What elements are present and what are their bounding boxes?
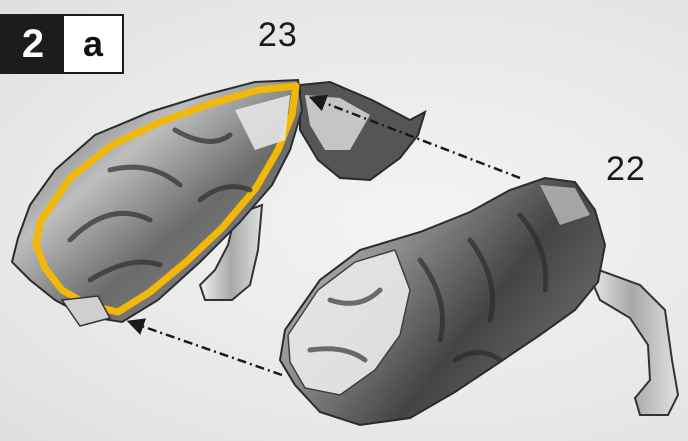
part-label-front: 23	[258, 16, 298, 55]
rear-body-part	[280, 178, 678, 425]
part-label-rear: 22	[606, 150, 646, 189]
lower-assembly-arrow	[130, 322, 282, 375]
step-letter: a	[64, 16, 122, 72]
step-badge: 2 a	[0, 14, 124, 74]
rear-leg-shape	[585, 265, 678, 415]
step-number: 2	[2, 16, 64, 72]
